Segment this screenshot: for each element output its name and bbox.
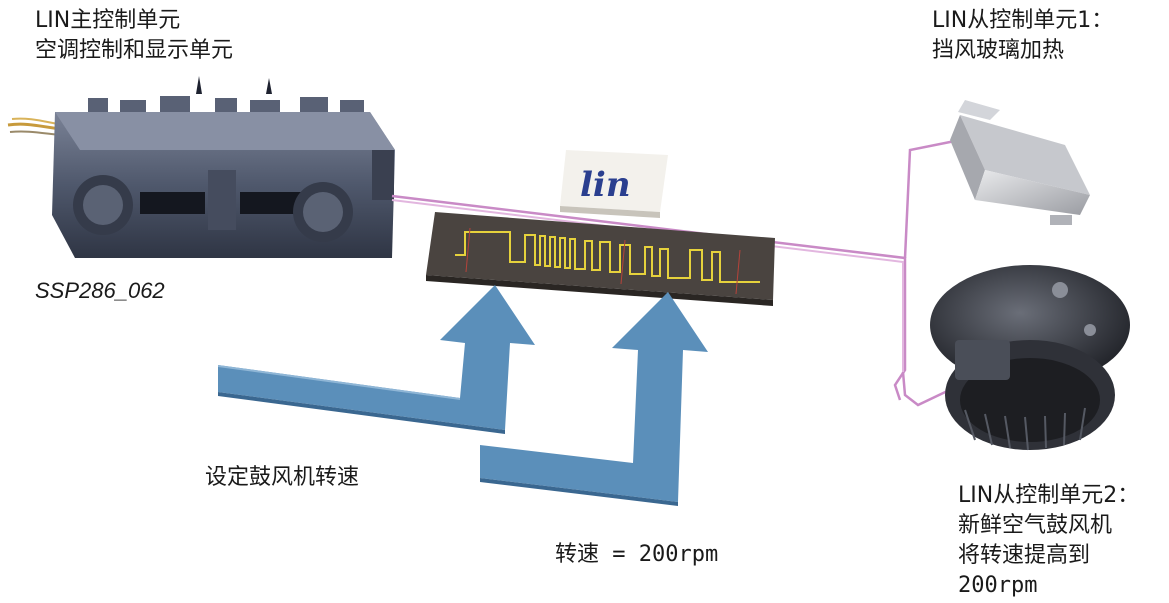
lin-logo: lin (560, 150, 668, 218)
slave2-label-line3: 将转速提高到 (958, 543, 1091, 568)
master-unit-label-line1: LIN主控制单元 (35, 8, 181, 33)
lin-signal-waveform (455, 231, 760, 283)
blower-motor-image (930, 265, 1130, 451)
arrow-right (480, 292, 708, 506)
lin-logo-text: lin (580, 165, 631, 205)
master-unit-label-line2: 空调控制和显示单元 (35, 38, 234, 63)
slave1-label-line2: 挡风玻璃加热 (932, 38, 1065, 63)
arrow-left (218, 285, 535, 434)
slave2-label-line4: 200rpm (958, 573, 1038, 598)
slave2-label-line2: 新鲜空气鼓风机 (958, 513, 1113, 538)
master-control-unit-image (52, 76, 395, 258)
slave1-label-line1: LIN从控制单元1： (932, 8, 1114, 33)
windshield-heating-module-image (950, 100, 1090, 225)
set-blower-speed-label: 设定鼓风机转速 (205, 465, 360, 490)
signal-board (426, 212, 775, 306)
slave2-label-line1: LIN从控制单元2： (958, 483, 1140, 508)
speed-value-label: 转速 = 200rpm (555, 542, 719, 567)
figure-id: SSP286_062 (35, 278, 165, 303)
